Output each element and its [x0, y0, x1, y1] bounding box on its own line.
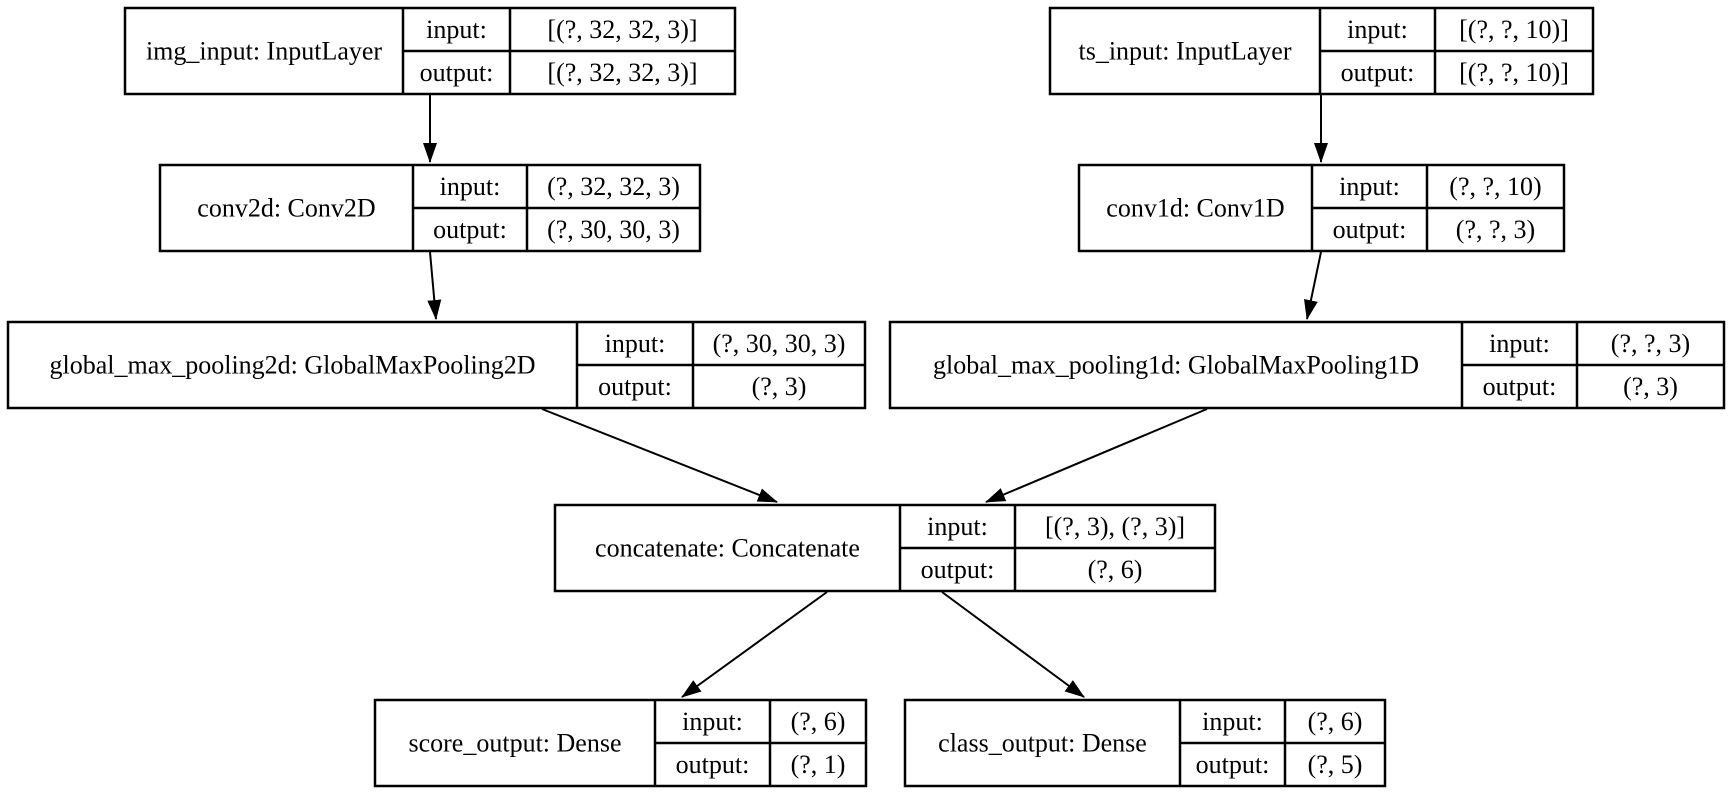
output-shape-value: (?, 6) — [1088, 555, 1143, 584]
output-row-label: output: — [921, 555, 995, 584]
output-row-label: output: — [420, 58, 494, 87]
output-shape-value: [(?, 32, 32, 3)] — [547, 58, 697, 87]
edges-layer — [423, 95, 1328, 698]
layer-title: global_max_pooling1d: GlobalMaxPooling1D — [933, 351, 1419, 380]
output-row-label: output: — [1483, 372, 1557, 401]
output-row-label: output: — [676, 750, 750, 779]
input-shape-value: (?, 6) — [1308, 707, 1363, 736]
input-row-label: input: — [1347, 15, 1408, 44]
input-shape-value: (?, 30, 30, 3) — [713, 329, 846, 358]
input-shape-value: [(?, 32, 32, 3)] — [547, 15, 697, 44]
input-shape-value: [(?, ?, 10)] — [1459, 15, 1569, 44]
output-shape-value: (?, ?, 3) — [1456, 215, 1535, 244]
input-row-label: input: — [426, 15, 487, 44]
input-shape-value: (?, ?, 10) — [1449, 172, 1541, 201]
layer-node-ts-input: ts_input: InputLayer input: output: [(?, ?,… — [1048, 6, 1595, 96]
input-row-label: input: — [927, 512, 988, 541]
layer-node-global-max-pooling1d: global_max_pooling1d: GlobalMaxPooling1D… — [888, 320, 1726, 410]
layer-node-conv2d: conv2d: Conv2D input: output: (?, 32, 32, 3… — [158, 163, 702, 253]
input-row-label: input: — [682, 707, 743, 736]
output-row-label: output: — [1196, 750, 1270, 779]
edge-concatenate-to-class-output — [941, 591, 1085, 698]
layer-node-img-input: img_input: InputLayer input: output: [(?, 3… — [123, 6, 737, 96]
layer-node-score-output: score_output: Dense input: output: (?, 6) (?… — [373, 698, 868, 788]
layer-title: concatenate: Concatenate — [595, 534, 860, 563]
output-shape-value: (?, 30, 30, 3) — [547, 215, 680, 244]
layer-title: global_max_pooling2d: GlobalMaxPooling2D — [49, 351, 535, 380]
layer-node-class-output: class_output: Dense input: output: (?, 6) (?… — [903, 698, 1387, 788]
nodes-layer: img_input: InputLayer input: output: [(?, 3… — [6, 6, 1726, 788]
input-shape-value: (?, 6) — [791, 707, 846, 736]
output-shape-value: (?, 1) — [791, 750, 846, 779]
output-row-label: output: — [598, 372, 672, 401]
output-shape-value: (?, 3) — [1623, 372, 1678, 401]
layer-title: img_input: InputLayer — [146, 37, 382, 66]
layer-node-conv1d: conv1d: Conv1D input: output: (?, ?, 10) (?,… — [1077, 163, 1566, 253]
input-shape-value: (?, ?, 3) — [1611, 329, 1690, 358]
input-shape-value: [(?, 3), (?, 3)] — [1045, 512, 1185, 541]
input-row-label: input: — [1339, 172, 1400, 201]
output-shape-value: [(?, ?, 10)] — [1459, 58, 1569, 87]
output-row-label: output: — [1333, 215, 1407, 244]
layer-node-concatenate: concatenate: Concatenate input: output: [(?… — [553, 503, 1217, 593]
layer-title: class_output: Dense — [938, 729, 1147, 758]
output-shape-value: (?, 3) — [752, 372, 807, 401]
layer-title: conv2d: Conv2D — [197, 194, 375, 223]
input-shape-value: (?, 32, 32, 3) — [547, 172, 680, 201]
input-row-label: input: — [1489, 329, 1550, 358]
layer-node-global-max-pooling2d: global_max_pooling2d: GlobalMaxPooling2D… — [6, 320, 867, 410]
edge-global-max-pooling1d-to-concatenate — [985, 408, 1208, 503]
layer-title: ts_input: InputLayer — [1078, 37, 1291, 66]
output-row-label: output: — [1341, 58, 1415, 87]
edge-conv2d-to-global-max-pooling2d — [427, 251, 442, 320]
layer-title: conv1d: Conv1D — [1106, 194, 1284, 223]
input-row-label: input: — [440, 172, 501, 201]
output-row-label: output: — [433, 215, 507, 244]
edge-global-max-pooling2d-to-concatenate — [541, 408, 778, 503]
output-shape-value: (?, 5) — [1308, 750, 1363, 779]
input-row-label: input: — [1202, 707, 1263, 736]
edge-conv1d-to-global-max-pooling1d — [1304, 251, 1322, 320]
layer-title: score_output: Dense — [408, 729, 621, 758]
input-row-label: input: — [605, 329, 666, 358]
edge-concatenate-to-score-output — [681, 591, 828, 698]
